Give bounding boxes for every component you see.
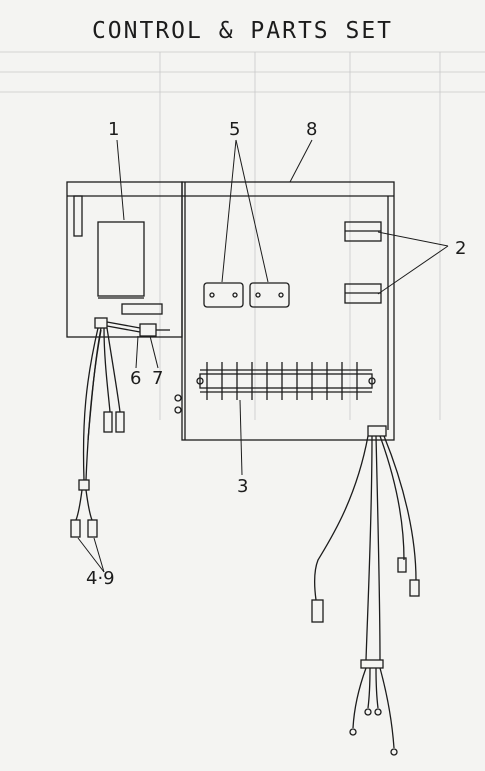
- left-terminal-b: [115, 411, 125, 433]
- callout-8: 8: [306, 119, 318, 140]
- callout-1: 1: [108, 119, 120, 140]
- background-table-lines: [0, 51, 485, 420]
- lower-terminal-b: [87, 519, 98, 538]
- callout-5: 5: [229, 119, 241, 140]
- callout-6: 6: [130, 368, 142, 389]
- leader-lines: [77, 139, 449, 573]
- connector-7: [139, 323, 157, 337]
- lower-terminal-a: [70, 519, 81, 538]
- box-side-bracket: [73, 195, 83, 237]
- diagram-title: CONTROL & PARTS SET: [91, 18, 394, 44]
- control-module: [97, 221, 145, 297]
- callout-4-9: 4·9: [86, 568, 115, 589]
- callout-7: 7: [152, 368, 164, 389]
- relay-right: [249, 282, 290, 308]
- terminal-strip: [196, 362, 376, 400]
- relay-left: [203, 282, 244, 308]
- panel-outline: [181, 181, 395, 441]
- callout-2: 2: [455, 238, 467, 259]
- callout-3: 3: [237, 476, 249, 497]
- left-terminal-a: [103, 411, 113, 433]
- connector-6: [94, 317, 108, 329]
